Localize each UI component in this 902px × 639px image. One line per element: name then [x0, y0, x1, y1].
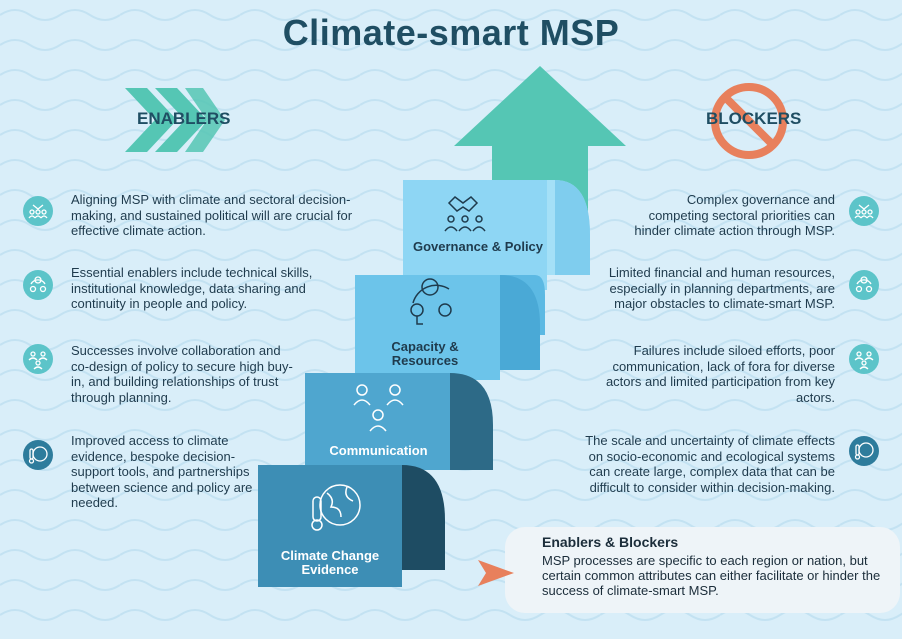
enabler-text-4: Improved access to climate evidence, bes… [71, 433, 253, 510]
blocker-text-2: Limited financial and human resources, e… [608, 265, 835, 311]
governance-step-icon [444, 196, 486, 232]
communication-step-icon [353, 384, 404, 432]
chevrons-icon [125, 88, 225, 152]
up-arrow-icon [454, 66, 626, 216]
step-label-evidence: Climate Change Evidence [280, 548, 380, 577]
enabler-text-1: Aligning MSP with climate and sectoral d… [71, 192, 353, 238]
step-label-communication: Communication [329, 443, 428, 458]
capacity-icon [849, 270, 879, 300]
capacity-step-icon [410, 278, 452, 325]
steps-diagram [258, 180, 590, 587]
pointer-arrow-icon [478, 560, 514, 586]
governance-icon [849, 196, 879, 226]
summary-text: MSP processes are specific to each regio… [542, 553, 881, 598]
page-title: Climate-smart MSP [282, 12, 620, 53]
summary-box [505, 527, 900, 613]
blockers-header: BLOCKERS [706, 109, 802, 128]
enabler-text-2: Essential enablers include technical ski… [71, 265, 313, 311]
step-capacity [355, 275, 545, 380]
people-network-icon [849, 344, 879, 374]
step-governance [403, 180, 590, 290]
capacity-icon [23, 270, 53, 300]
step-evidence [258, 465, 445, 587]
step-communication [305, 373, 493, 470]
globe-thermometer-icon [849, 436, 879, 466]
blocker-text-3: Failures include siloed efforts, poor co… [605, 343, 835, 405]
step-label-capacity: Capacity & Resources [391, 339, 459, 368]
blocker-text-1: Complex governance and competing sectora… [634, 192, 835, 238]
evidence-step-icon [311, 484, 361, 531]
blocker-text-4: The scale and uncertainty of climate eff… [585, 433, 835, 495]
globe-thermometer-icon [23, 440, 53, 470]
prohibited-icon [711, 83, 787, 159]
step-label-governance: Governance & Policy [412, 239, 544, 254]
enabler-text-3: Successes involve collaboration and co-d… [71, 343, 293, 405]
governance-icon [23, 196, 53, 226]
summary-title: Enablers & Blockers [542, 534, 679, 550]
people-network-icon [23, 344, 53, 374]
enablers-header: ENABLERS [137, 109, 231, 128]
